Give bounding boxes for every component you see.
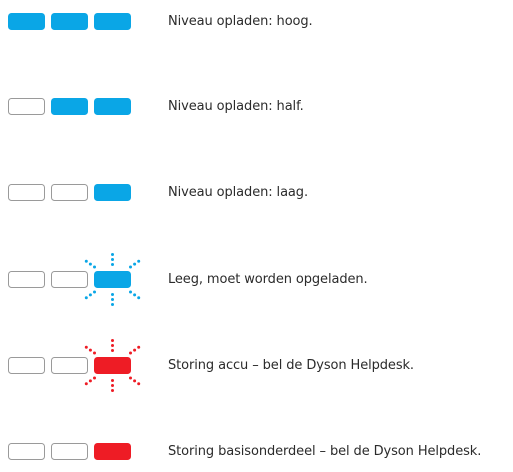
status-row-empty: Leeg, moet worden opgeladen. <box>0 253 513 306</box>
battery-segment-3 <box>94 98 131 115</box>
status-row-charge-high: Niveau opladen: hoog. <box>0 2 513 42</box>
battery-segment-2 <box>51 13 88 30</box>
battery-segment-1 <box>8 13 45 30</box>
battery-segment-2 <box>51 98 88 115</box>
status-description: Niveau opladen: half. <box>168 99 304 114</box>
battery-segment-3 <box>94 443 131 460</box>
flashing-indicator-icon <box>84 253 141 306</box>
battery-segment-3 <box>94 184 131 201</box>
battery-segment-2 <box>51 271 88 288</box>
battery-segment-2 <box>51 184 88 201</box>
status-description: Niveau opladen: hoog. <box>168 14 313 29</box>
battery-segment-1 <box>8 184 45 201</box>
battery-segment-2 <box>51 443 88 460</box>
battery-segment-3 <box>94 357 131 374</box>
status-row-battery-fault: Storing accu – bel de Dyson Helpdesk. <box>0 339 513 392</box>
status-description: Storing basisonderdeel – bel de Dyson He… <box>168 444 482 459</box>
status-row-charge-low: Niveau opladen: laag. <box>0 173 513 213</box>
battery-indicator <box>8 432 138 472</box>
battery-segment-1 <box>8 98 45 115</box>
battery-segment-1 <box>8 271 45 288</box>
battery-segment-3 <box>94 271 131 288</box>
flashing-indicator-icon <box>84 339 141 392</box>
battery-indicator <box>8 339 141 392</box>
status-row-charge-half: Niveau opladen: half. <box>0 87 513 127</box>
status-row-base-fault: Storing basisonderdeel – bel de Dyson He… <box>0 432 513 472</box>
battery-segment-1 <box>8 443 45 460</box>
status-description: Niveau opladen: laag. <box>168 185 308 200</box>
battery-indicator <box>8 87 138 127</box>
battery-indicator <box>8 2 138 42</box>
status-description: Storing accu – bel de Dyson Helpdesk. <box>168 358 414 373</box>
battery-indicator <box>8 253 141 306</box>
battery-segment-1 <box>8 357 45 374</box>
battery-segment-3 <box>94 13 131 30</box>
battery-segment-2 <box>51 357 88 374</box>
battery-indicator <box>8 173 138 213</box>
status-description: Leeg, moet worden opgeladen. <box>168 272 368 287</box>
